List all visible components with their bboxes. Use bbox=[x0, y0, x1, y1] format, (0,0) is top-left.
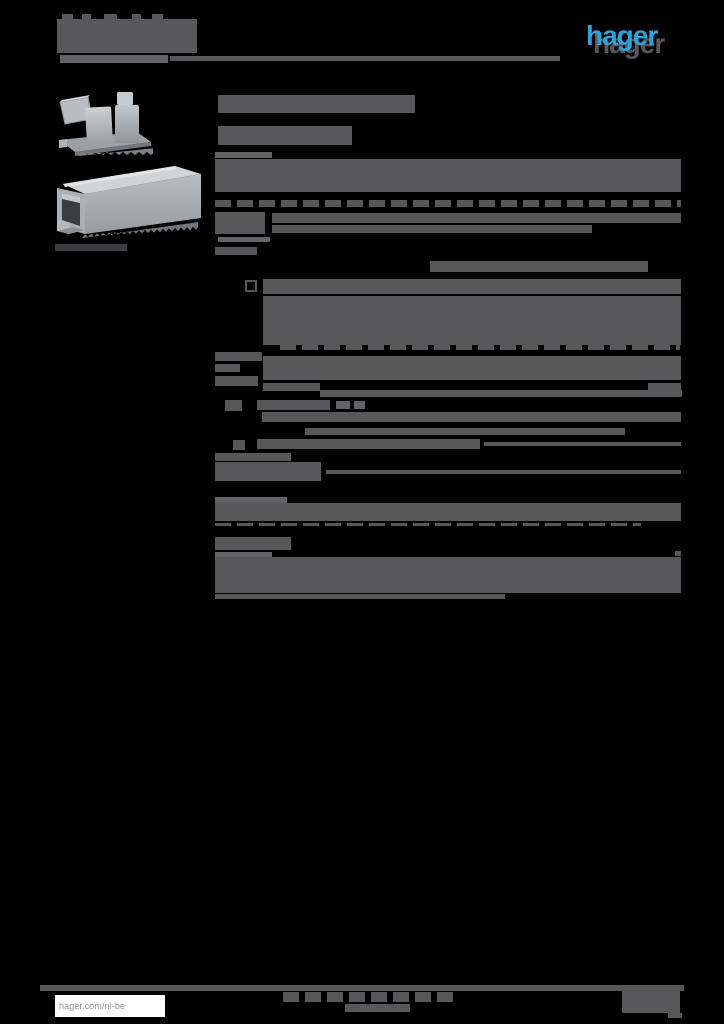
redacted-header-ascender bbox=[152, 14, 163, 20]
redacted-spec-label bbox=[215, 212, 265, 234]
redacted-spec-value-right bbox=[430, 261, 648, 272]
redacted-spec-value bbox=[257, 439, 480, 449]
redacted-paragraph bbox=[215, 503, 681, 521]
redacted-text-line bbox=[218, 237, 270, 242]
redacted-spec-value bbox=[272, 213, 681, 223]
redacted-section-label bbox=[215, 152, 272, 158]
redacted-text-line bbox=[215, 594, 505, 599]
redacted-text-line bbox=[280, 345, 680, 350]
redacted-spec-value bbox=[272, 225, 592, 233]
hager-logo-shadow: hager bbox=[593, 28, 665, 59]
footer-website-link[interactable]: hager.com/nl-be bbox=[59, 1001, 126, 1011]
footer-rule bbox=[40, 985, 684, 991]
bullet-square-icon bbox=[245, 280, 257, 292]
redacted-doc-header-title bbox=[57, 19, 197, 53]
redacted-section-heading bbox=[215, 537, 291, 550]
redacted-image-caption bbox=[55, 244, 127, 251]
redacted-spec-value bbox=[262, 412, 681, 422]
redacted-order-reference bbox=[218, 126, 352, 145]
redacted-spec-value bbox=[354, 401, 365, 409]
redacted-spec-label bbox=[215, 453, 291, 461]
redacted-paragraph bbox=[215, 557, 681, 593]
redacted-header-ascender bbox=[62, 14, 73, 20]
redacted-spec-value bbox=[484, 442, 681, 446]
redacted-header-subtitle bbox=[60, 55, 168, 63]
redacted-spec-value bbox=[263, 383, 320, 391]
redacted-text-line bbox=[215, 200, 681, 207]
redacted-spec-label bbox=[215, 247, 257, 255]
redacted-footer-page-block bbox=[622, 991, 680, 1013]
redacted-footer-page-block bbox=[668, 1013, 682, 1018]
redacted-spec-label bbox=[215, 364, 240, 372]
hager-logo: hager hager bbox=[586, 22, 686, 64]
redacted-footer-center-line bbox=[283, 992, 457, 1002]
redacted-spec-value bbox=[305, 428, 625, 435]
redacted-spec-label bbox=[215, 352, 262, 361]
header-rule bbox=[170, 56, 560, 61]
bullet-square-icon bbox=[225, 400, 242, 411]
redacted-spec-value bbox=[257, 400, 330, 410]
redacted-spec-label bbox=[215, 462, 321, 481]
redacted-footnote-marker bbox=[675, 551, 681, 556]
redacted-footer-center-line bbox=[345, 1004, 410, 1012]
product-photo-bracket bbox=[59, 92, 153, 156]
redacted-spec-value bbox=[648, 383, 681, 391]
redacted-text-line bbox=[215, 552, 272, 557]
redacted-spec-value bbox=[320, 390, 682, 397]
redacted-section-label bbox=[215, 497, 287, 504]
redacted-spec-value bbox=[336, 401, 350, 409]
footer-website-box: hager.com/nl-be bbox=[55, 995, 165, 1017]
redacted-text-line bbox=[215, 523, 641, 526]
redacted-paragraph bbox=[263, 296, 681, 345]
redacted-header-ascender bbox=[132, 14, 141, 20]
redacted-spec-value bbox=[263, 356, 681, 380]
hager-logo-text: hager bbox=[586, 20, 658, 51]
redacted-header-ascender bbox=[104, 14, 117, 20]
redacted-list-item bbox=[263, 279, 681, 294]
redacted-paragraph bbox=[215, 159, 681, 192]
redacted-product-title bbox=[218, 95, 415, 113]
product-photo-trunking bbox=[57, 166, 201, 239]
redacted-spec-label bbox=[215, 376, 258, 386]
bullet-square-icon bbox=[233, 440, 245, 450]
redacted-header-ascender bbox=[82, 14, 91, 20]
redacted-spec-value bbox=[326, 470, 681, 474]
